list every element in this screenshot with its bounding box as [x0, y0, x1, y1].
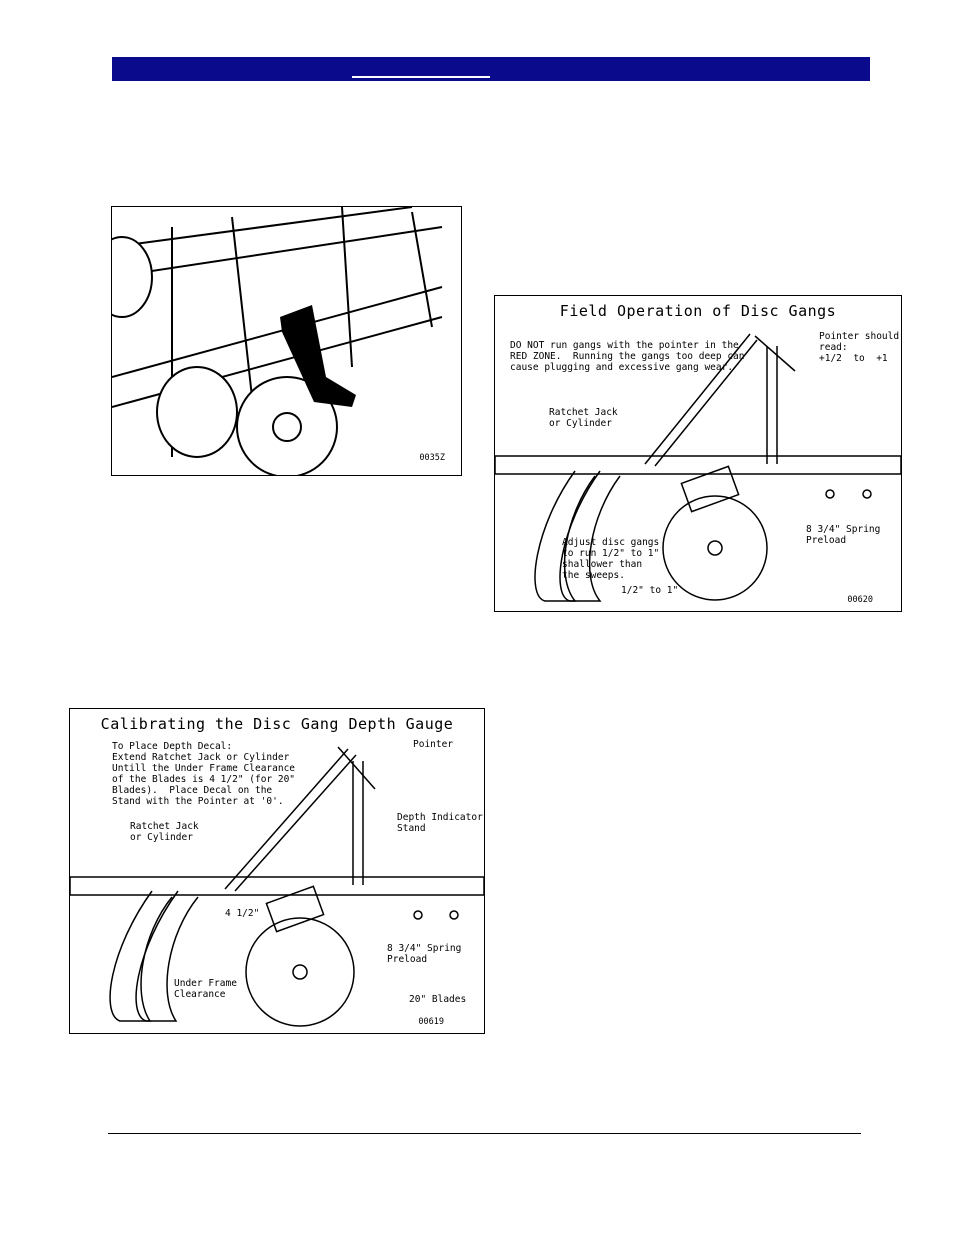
- spring-label: 8 3/4" Spring Preload: [387, 943, 462, 965]
- blades-label: 20" Blades: [409, 994, 467, 1005]
- ratchet-label: Ratchet Jack or Cylinder: [549, 407, 618, 429]
- pointer-label: Pointer: [413, 739, 454, 750]
- figure-title: Field Operation of Disc Gangs: [559, 302, 837, 320]
- adjust-note: Adjust disc gangs to run 1/2" to 1" shal…: [562, 537, 660, 581]
- offset-label: 1/2" to 1": [621, 585, 679, 596]
- spring-label: 8 3/4" Spring Preload: [806, 524, 881, 546]
- calibrating-figure: Calibrating the Disc Gang Depth Gauge To…: [69, 708, 485, 1034]
- depth-gauge-drawing: [70, 746, 484, 1027]
- header-bar: [112, 57, 870, 81]
- clearance-value: 4 1/2": [225, 908, 260, 919]
- under-frame-label: Under Frame Clearance: [174, 978, 237, 1000]
- ratchet-label: Ratchet Jack or Cylinder: [130, 821, 199, 843]
- frame-photo-figure: 0035Z: [111, 206, 462, 476]
- frame-photo-drawing: [112, 207, 443, 475]
- footer-rule: [108, 1133, 861, 1134]
- field-operation-figure: Field Operation of Disc Gangs DO NOT run…: [494, 295, 902, 612]
- figure-code: 00620: [847, 595, 873, 605]
- header-underline: [352, 76, 490, 78]
- instructions-text: To Place Depth Decal: Extend Ratchet Jac…: [112, 741, 296, 807]
- figure-code: 0035Z: [419, 453, 445, 463]
- disc-gang-drawing: [495, 333, 901, 602]
- pointer-note: Pointer should read: +1/2 to +1: [819, 331, 900, 364]
- figure-code: 00619: [418, 1017, 444, 1027]
- warning-text: DO NOT run gangs with the pointer in the…: [510, 340, 745, 373]
- stand-label: Depth Indicator Stand: [397, 812, 483, 834]
- figure-title: Calibrating the Disc Gang Depth Gauge: [100, 715, 454, 733]
